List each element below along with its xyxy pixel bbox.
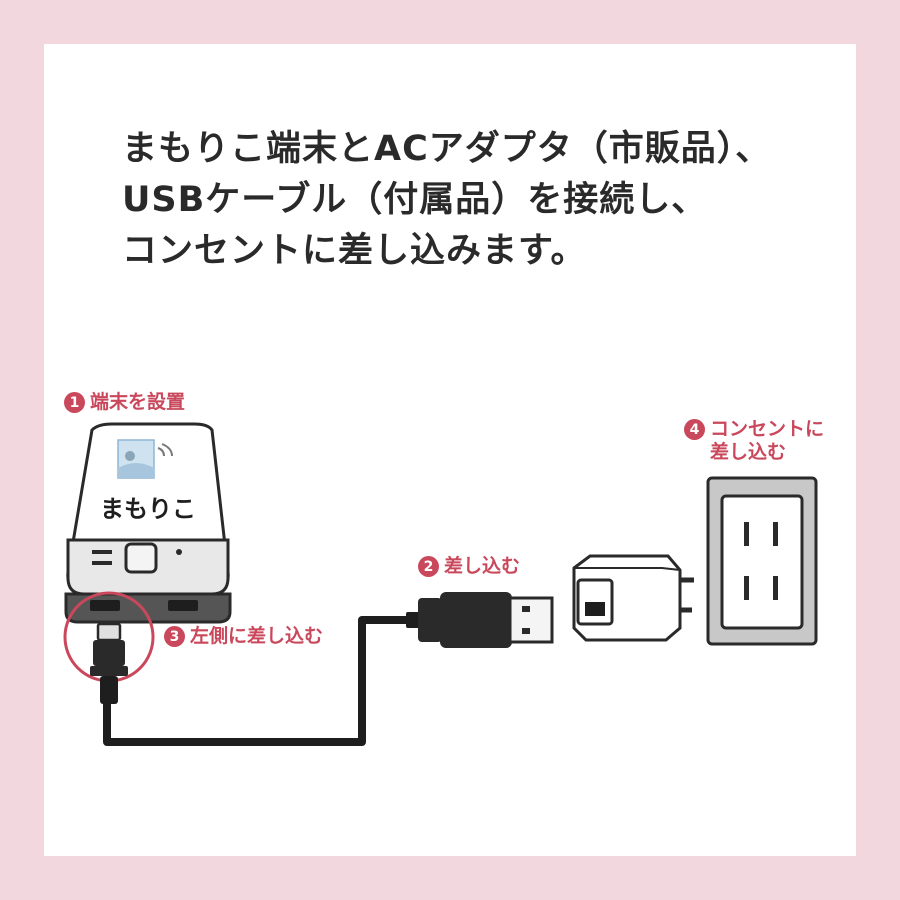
step-4-text: コンセントに 差し込む: [710, 418, 825, 463]
instruction-line-3: コンセントに差し込みます。: [122, 231, 587, 271]
step-4-number: 4: [684, 419, 705, 440]
mamoriko-device: まもりこ: [64, 422, 232, 624]
step-4-label: 4 コンセントに 差し込む: [684, 418, 824, 464]
instruction-line-2: USBケーブル（付属品）を接続し、: [122, 180, 708, 220]
usb-cable: [103, 616, 408, 746]
micro-usb-plug: [90, 622, 128, 704]
step-1-label: 1 端末を設置: [64, 391, 185, 414]
step-3-number: 3: [164, 626, 185, 647]
wall-outlet: [706, 476, 818, 646]
usb-a-plug: [406, 592, 554, 648]
step-2-label: 2 差し込む: [418, 555, 520, 578]
device-button: [124, 542, 158, 574]
device-brand-label: まもりこ: [100, 495, 196, 523]
step-3-label: 3 左側に差し込む: [164, 625, 323, 648]
step-2-number: 2: [418, 556, 439, 577]
step-1-text: 端末を設置: [90, 391, 186, 413]
instruction-line-1: まもりこ端末とACアダプタ（市販品）、: [122, 129, 772, 169]
step-2-text: 差し込む: [444, 555, 521, 577]
ac-adapter: [572, 554, 694, 642]
instruction-text: まもりこ端末とACアダプタ（市販品）、 USBケーブル（付属品）を接続し、 コン…: [122, 124, 822, 277]
usb-port-right: [168, 600, 198, 611]
step-3-text: 左側に差し込む: [190, 625, 324, 647]
usb-port-left: [90, 600, 120, 611]
step-1-number: 1: [64, 392, 85, 413]
